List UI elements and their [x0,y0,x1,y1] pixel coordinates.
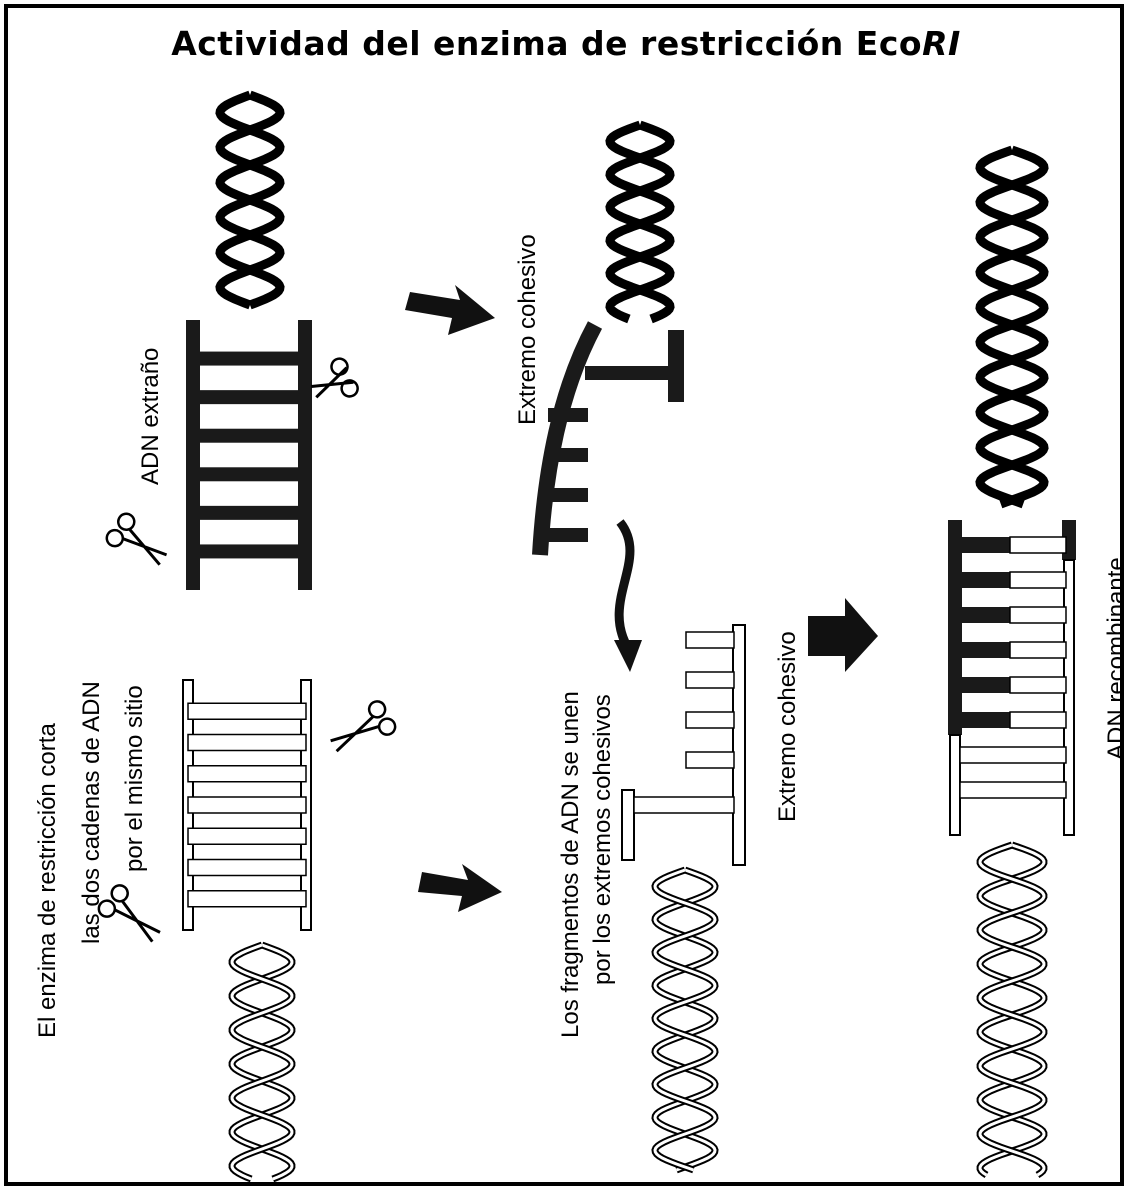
rung-host [1010,642,1066,658]
rung-foreign [960,712,1010,728]
rung-host [960,747,1066,763]
arrow-icon [808,598,878,672]
label-enzyme-line2: las dos cadenas de ADN [78,681,105,944]
scissors-icon [104,511,174,575]
helix-fragment-bottom [655,870,715,1170]
strand-left [540,325,595,555]
rung-host [960,782,1066,798]
base-pair-rung [188,828,306,844]
label-recombinant-dna: ADN recombinante [1103,557,1130,760]
sticky-rung [548,408,588,422]
rung-foreign [960,607,1010,623]
ladder-recombinant [948,520,1076,835]
scissors-icon [325,698,398,761]
base-pair-rung [188,860,306,876]
curved-arrow-icon [614,522,642,672]
base-pair-rung [585,366,675,380]
sticky-rung [686,672,734,688]
rung-foreign [960,677,1010,693]
base-pair-rung [193,429,305,443]
rung-host [1010,572,1066,588]
ladder-host [183,680,311,930]
helix-host-bottom [232,945,292,1179]
helix-foreign-top [220,95,280,305]
base-pair-rung [193,352,305,366]
rung-host [1010,712,1066,728]
dna-ladders [183,320,1076,930]
label-fragments-line2: por los extremos cohesivos [589,694,616,985]
base-pair-rung [634,797,734,813]
base-pair-rung [193,544,305,558]
helix-cut-top [610,125,670,319]
sticky-rung [548,448,588,462]
label-sticky-end-bottom: Extremo cohesivo [774,631,801,822]
rung-foreign [960,572,1010,588]
dna-helices [220,95,1044,1179]
strand-left-host [950,735,960,835]
strand-right [733,625,745,865]
strand-left-foreign [948,520,962,735]
sticky-rung [548,528,588,542]
sticky-rung [686,752,734,768]
ladder-sticky-bottom [622,625,745,865]
rung-foreign [960,537,1010,553]
rung-foreign [960,642,1010,658]
helix-strand [980,150,1044,504]
label-enzyme-line3: por el mismo sitio [121,685,148,872]
label-fragments-line1: Los fragmentos de ADN se unen [557,691,584,1038]
helix-strand [220,95,280,305]
ladder-sticky-top [540,325,684,555]
rung-host [1010,607,1066,623]
sticky-rung [686,712,734,728]
label-foreign-dna: ADN extraño [137,348,164,485]
strand-left [622,790,634,860]
rung-host [1010,677,1066,693]
helix-recombinant-bottom [980,845,1044,1175]
scissors-icon [96,882,168,951]
base-pair-rung [193,467,305,481]
label-enzyme-line1: El enzima de restricción corta [34,723,61,1038]
sticky-rung [686,632,734,648]
helix-recombinant-top [980,150,1044,504]
arrow-icon [418,864,502,912]
base-pair-rung [188,891,306,907]
base-pair-rung [193,390,305,404]
base-pair-rung [188,766,306,782]
scissors-icon [305,356,360,410]
arrow-icon [405,285,495,335]
base-pair-rung [193,506,305,520]
sticky-rung [548,488,588,502]
base-pair-rung [188,703,306,719]
rung-host [1010,537,1066,553]
ladder-foreign [186,320,312,590]
base-pair-rung [188,735,306,751]
label-sticky-end-top: Extremo cohesivo [514,234,541,425]
base-pair-rung [188,797,306,813]
